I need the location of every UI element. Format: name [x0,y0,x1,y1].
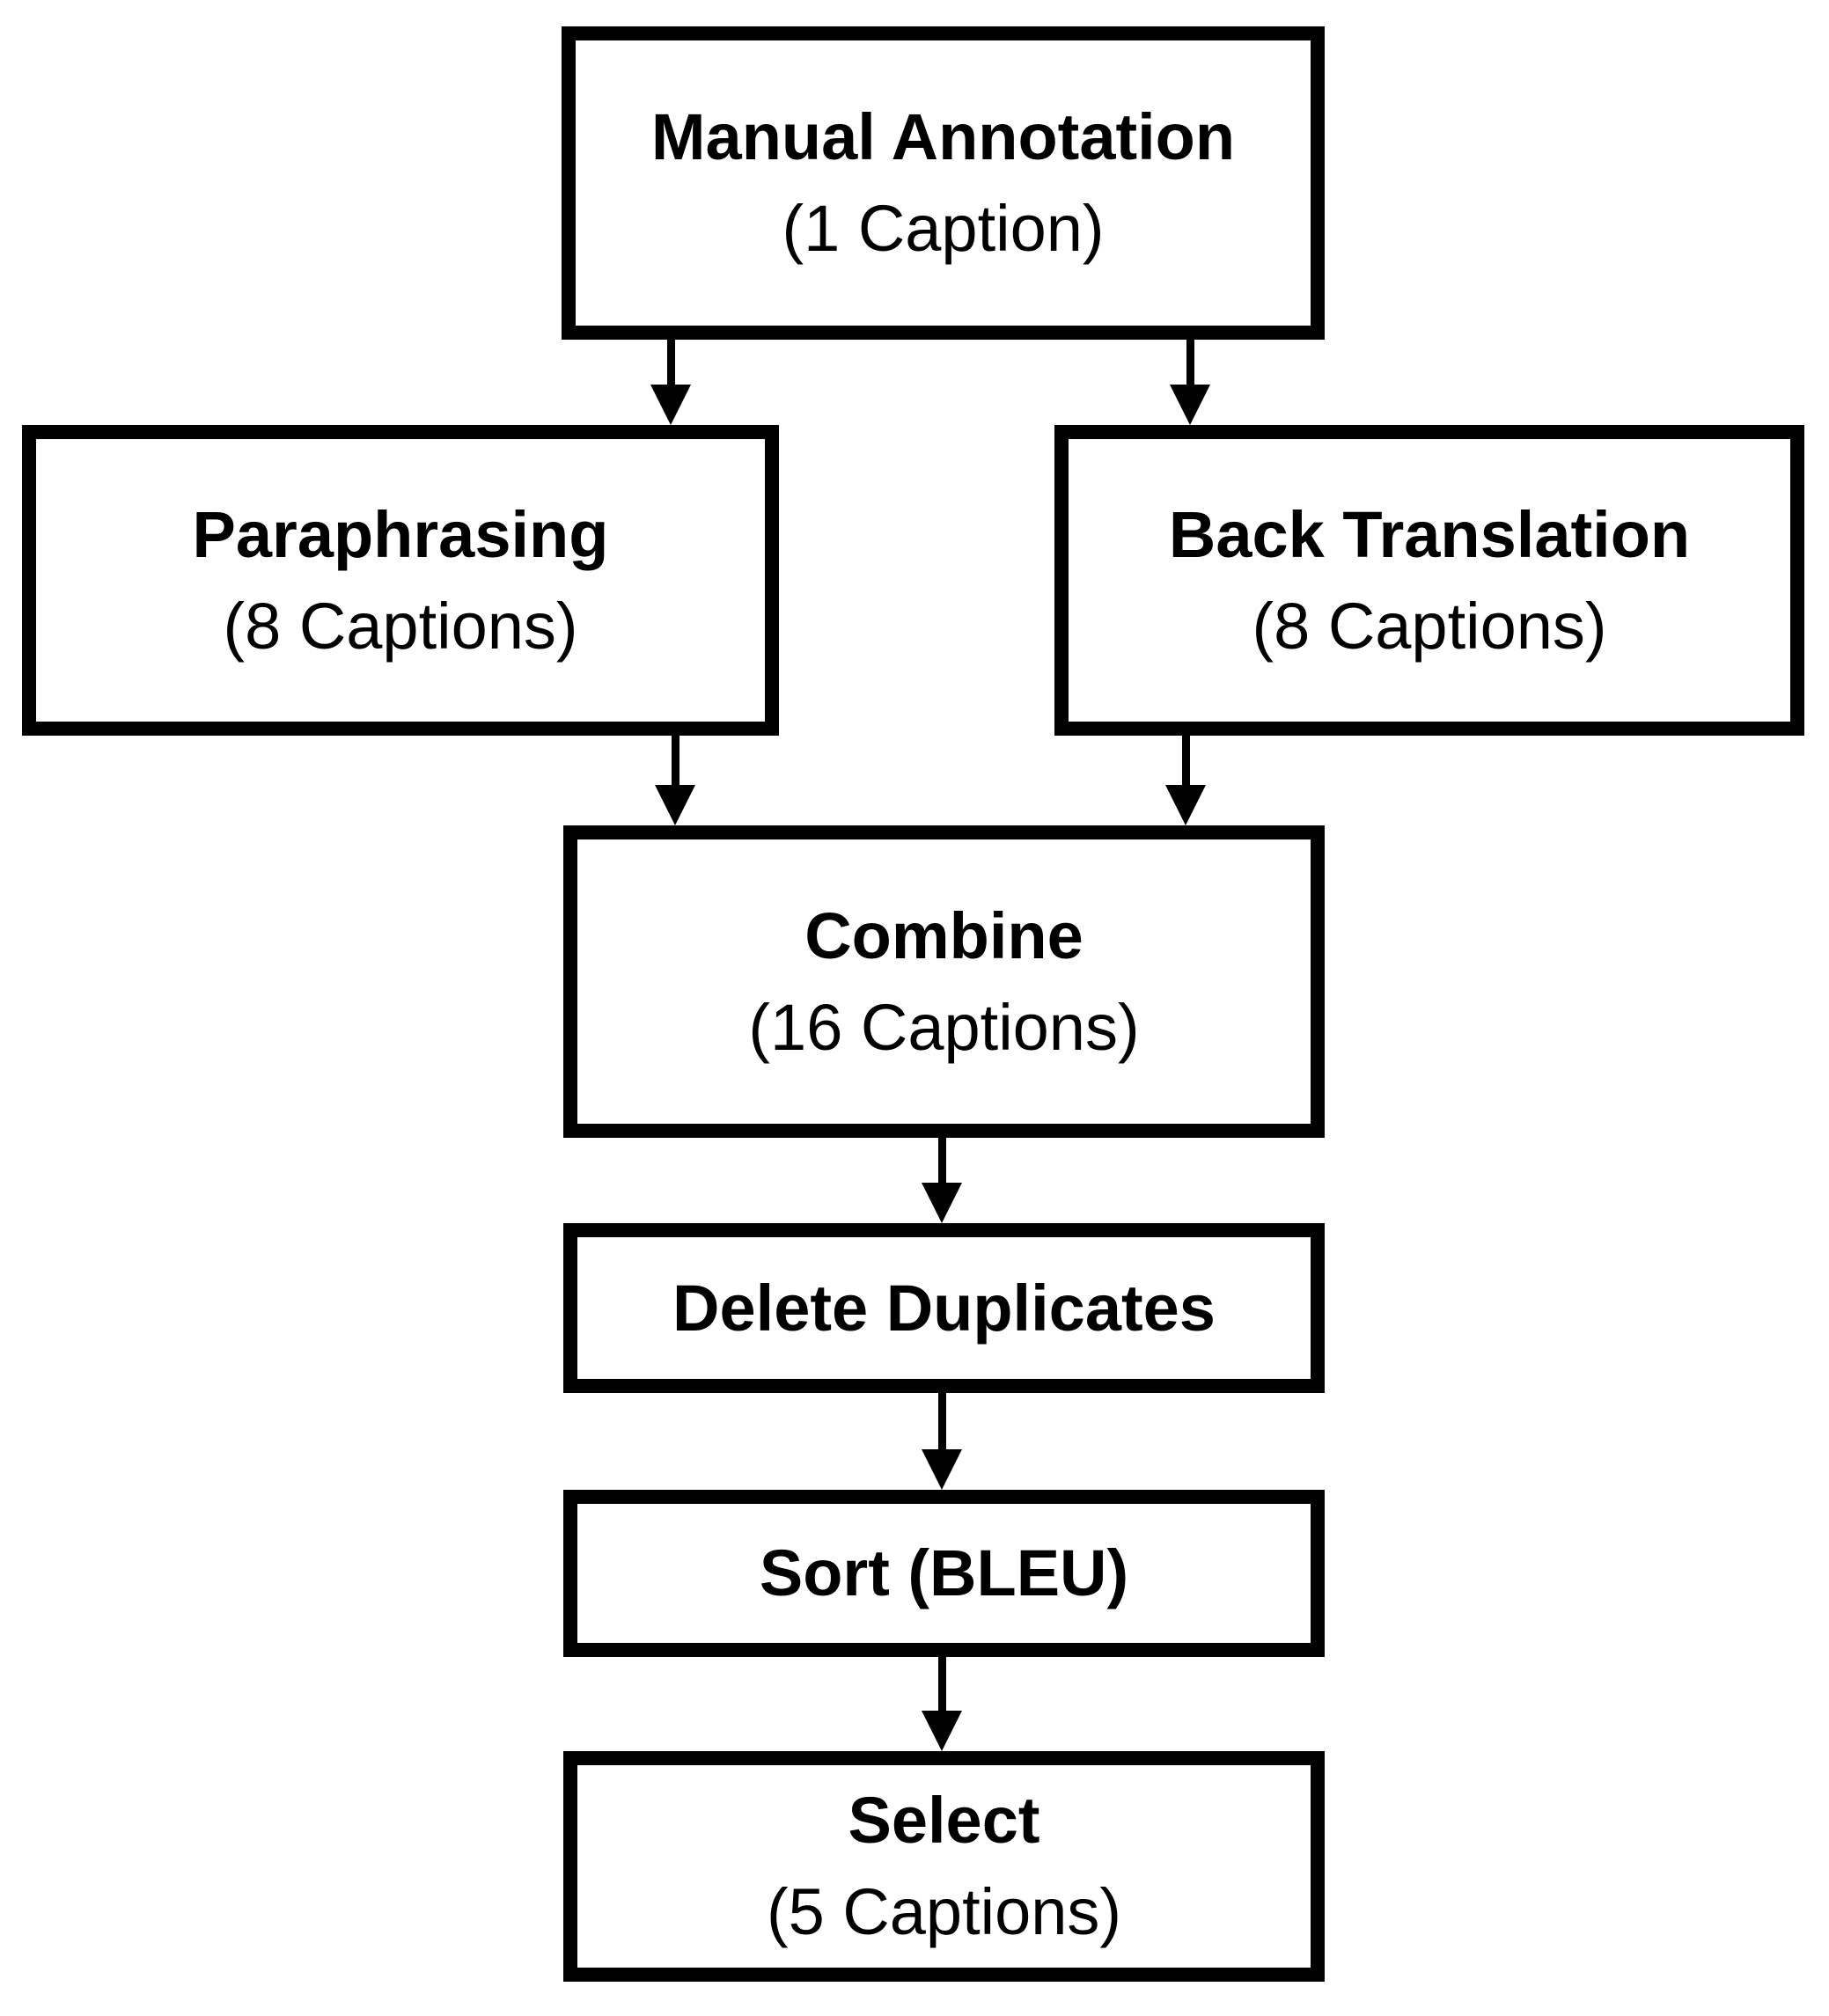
arrow-stem [937,1657,946,1711]
node-subtitle: (16 Captions) [748,990,1140,1064]
arrow-stem [1186,340,1194,385]
arrow-manual-annotation-to-paraphrasing [650,340,691,425]
arrow-sort-bleu-to-select [922,1657,962,1751]
node-subtitle: (8 Captions) [223,589,578,663]
node-subtitle: (5 Captions) [766,1875,1122,1948]
node-title: Delete Duplicates [672,1271,1216,1345]
node-back-translation: Back Translation (8 Captions) [1054,425,1804,736]
arrow-combine-to-delete-duplicates [922,1138,962,1223]
node-title: Select [848,1784,1040,1858]
arrow-head-icon [650,385,691,425]
node-sort-bleu: Sort (BLEU) [563,1490,1325,1657]
node-manual-annotation: Manual Annotation (1 Caption) [562,26,1325,340]
arrow-back-translation-to-combine [1165,736,1206,825]
arrow-delete-duplicates-to-sort-bleu [922,1393,962,1490]
node-delete-duplicates: Delete Duplicates [563,1223,1325,1393]
arrow-stem [1181,736,1190,785]
arrow-stem [937,1393,946,1449]
node-title: Combine [804,898,1083,972]
arrow-head-icon [1170,385,1210,425]
arrow-stem [671,736,679,785]
arrow-paraphrasing-to-combine [655,736,695,825]
arrow-head-icon [922,1449,962,1490]
arrow-head-icon [922,1711,962,1751]
arrow-stem [937,1138,946,1183]
node-select: Select (5 Captions) [563,1751,1325,1982]
arrow-manual-annotation-to-back-translation [1170,340,1210,425]
node-subtitle: (8 Captions) [1252,589,1607,663]
arrow-head-icon [1165,785,1206,825]
node-paraphrasing: Paraphrasing (8 Captions) [22,425,779,736]
node-combine: Combine (16 Captions) [563,825,1325,1138]
node-title: Back Translation [1168,497,1691,571]
node-title: Manual Annotation [650,100,1236,174]
node-title: Paraphrasing [192,497,609,571]
arrow-head-icon [655,785,695,825]
node-subtitle: (1 Caption) [782,192,1105,265]
node-title: Sort (BLEU) [759,1536,1129,1610]
arrow-stem [666,340,675,385]
arrow-head-icon [922,1183,962,1223]
